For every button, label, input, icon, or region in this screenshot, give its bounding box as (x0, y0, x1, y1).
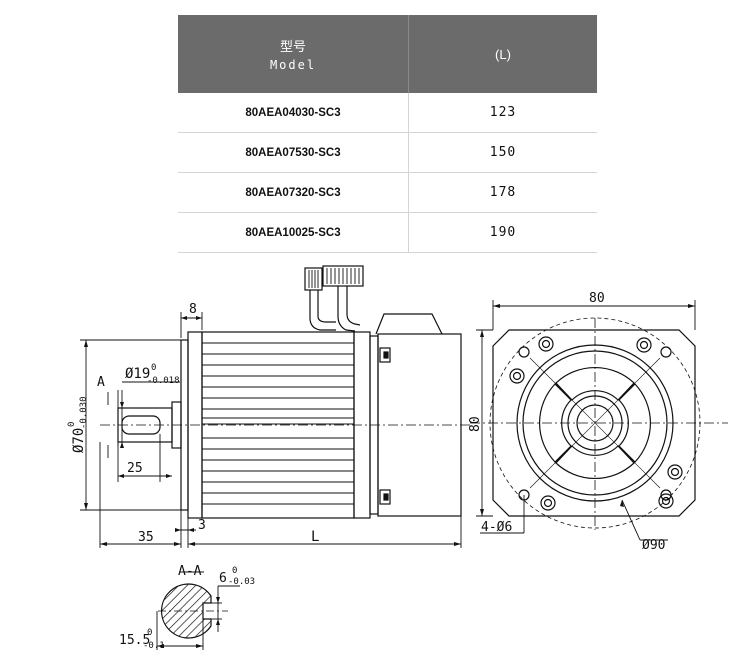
dim-key-depth: 15.5 (119, 633, 150, 648)
table-row: 80AEA07320-SC3 178 (178, 172, 597, 213)
section-title: A-A (178, 564, 202, 579)
front-view-dimensions (476, 300, 696, 541)
row-length: 150 (408, 132, 597, 173)
dim-shaft-tol-upper: 0 (151, 363, 156, 373)
front-view-arrows (480, 304, 695, 516)
row-model: 80AEA07320-SC3 (178, 172, 409, 213)
row-length: 190 (408, 212, 597, 253)
header-model-en: Model (269, 58, 317, 72)
row-length: 123 (408, 93, 597, 133)
cable-connectors (304, 265, 364, 332)
header-model-cn: 型号 (279, 39, 306, 54)
row-model: 80AEA04030-SC3 (178, 93, 409, 133)
dim-spigot-tol-lower: -0.030 (79, 396, 89, 429)
dim-shaft-length: 35 (138, 530, 154, 545)
dim-key-width-tol-upper: 0 (232, 566, 237, 576)
side-view (100, 265, 470, 519)
section-a-a: A-A 6 0 -0.03 15.5 0 -0.1 (119, 564, 255, 651)
table-row: 80AEA10025-SC3 190 (178, 212, 597, 253)
header-length: (L) (408, 15, 597, 93)
dim-spigot-dia: Ø70 (71, 428, 87, 453)
dim-shaft-tol-lower: -0.018 (147, 376, 180, 386)
dim-spigot-tol-upper: 0 (67, 422, 77, 427)
model-length-table: 型号 Model (L) 80AEA04030-SC3 123 80AEA075… (178, 15, 597, 253)
section-marker-a: A (97, 375, 105, 390)
dim-key-depth-tol-lower: -0.1 (143, 641, 165, 651)
front-view (470, 317, 728, 530)
dim-mounting-holes: 4-Ø6 (481, 520, 512, 535)
dim-key-width-tol-lower: -0.03 (228, 577, 255, 587)
table-row: 80AEA07530-SC3 150 (178, 132, 597, 173)
dim-spigot-depth: 3 (198, 518, 206, 533)
header-model: 型号 Model (178, 15, 409, 93)
dim-key-width: 6 (219, 571, 227, 586)
dim-body-length: L (311, 529, 319, 545)
dim-front-height: 80 (468, 416, 483, 432)
side-view-dimensions (80, 312, 462, 548)
row-model: 80AEA07530-SC3 (178, 132, 409, 173)
row-length: 178 (408, 172, 597, 213)
dim-key-depth-tol-upper: 0 (147, 628, 152, 638)
dim-shaft-dia: Ø19 (125, 366, 150, 382)
side-view-arrows (84, 316, 461, 546)
side-view-labels: 8 Ø19 0 -0.018 A 25 35 3 L Ø70 0 -0.030 (67, 302, 319, 545)
dim-flange-thickness: 8 (189, 302, 197, 317)
cooling-fins (202, 342, 354, 505)
dim-key-length: 25 (127, 461, 143, 476)
table-row: 80AEA04030-SC3 123 (178, 93, 597, 133)
front-view-labels: 80 80 4-Ø6 Ø90 (468, 291, 665, 553)
dim-front-width: 80 (589, 291, 605, 306)
table-header-row: 型号 Model (L) (178, 15, 597, 93)
row-model: 80AEA10025-SC3 (178, 212, 409, 253)
dim-bolt-circle: Ø90 (642, 538, 665, 553)
